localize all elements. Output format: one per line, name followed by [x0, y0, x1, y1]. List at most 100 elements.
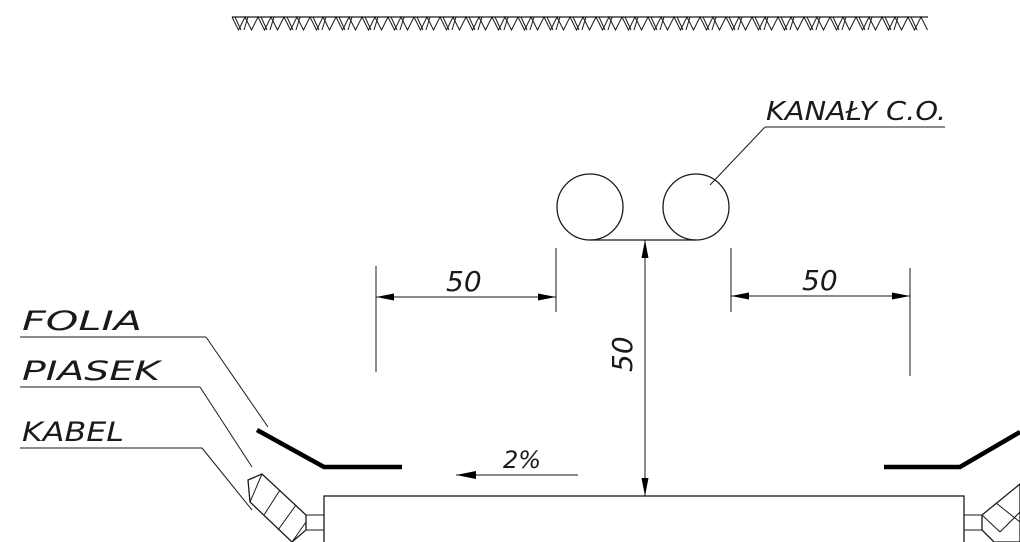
ground-hatch-stroke: [503, 16, 509, 31]
ground-hatch-stroke: [789, 16, 795, 31]
folia-label: FOLIA: [22, 306, 142, 337]
ground-hatch: [231, 15, 928, 32]
wall-right-hatch-1: [981, 514, 1001, 533]
ground-hatch-stroke: [425, 16, 431, 31]
kanaly-leader: [709, 126, 766, 186]
ground-hatch-stroke: [702, 16, 710, 31]
kabel-label: KABEL: [22, 417, 124, 448]
ground-surface: [231, 15, 928, 32]
ground-zigzag: [231, 15, 928, 32]
ground-hatch-stroke: [832, 16, 840, 31]
ground-hatch-stroke: [546, 16, 554, 31]
ground-hatch-stroke: [841, 16, 847, 31]
ground-hatch-stroke: [269, 16, 275, 31]
ground-hatch-stroke: [399, 16, 405, 31]
dim-vertical-arrow-bottom: [641, 478, 649, 496]
pipes: [556, 173, 730, 241]
ground-hatch-stroke: [910, 16, 918, 31]
wall-left-hatch-3: [277, 504, 297, 531]
kabel-callout: KABEL: [20, 417, 253, 511]
dim-right-value: 50: [802, 264, 838, 297]
ground-hatch-stroke: [815, 16, 821, 31]
cable-end-right: [963, 514, 983, 531]
pipe-right: [662, 173, 730, 241]
ground-hatch-stroke: [347, 16, 353, 31]
ground-hatch-stroke: [676, 16, 684, 31]
ground-hatch-stroke: [364, 16, 372, 31]
dim-right-arrow-a: [731, 292, 749, 300]
ground-hatch-stroke: [468, 16, 476, 31]
foil-layer: [255, 428, 1020, 470]
dim-right-arrow-b: [892, 292, 910, 300]
dimension-left: 50: [375, 248, 557, 372]
dim-vertical-value: 50: [606, 336, 639, 372]
wall-left-outline: [247, 473, 307, 542]
ground-hatch-stroke: [529, 16, 535, 31]
ground-hatch-stroke: [243, 16, 249, 31]
ground-hatch-stroke: [451, 16, 457, 31]
ground-hatch-stroke: [416, 16, 424, 31]
trench-wall-left: [247, 473, 307, 542]
ground-hatch-stroke: [893, 16, 899, 31]
ground-hatch-stroke: [390, 16, 398, 31]
slope-arrow: [456, 471, 476, 479]
cable-slab: [323, 495, 965, 542]
slope-value: 2%: [503, 446, 541, 474]
ground-hatch-stroke: [572, 16, 580, 31]
ground-hatch-stroke: [728, 16, 736, 31]
ground-hatch-stroke: [494, 16, 502, 31]
ground-hatch-stroke: [763, 16, 769, 31]
kabel-leader: [201, 447, 253, 511]
wall-right-hatch-3: [999, 511, 1020, 533]
folia-callout: FOLIA: [20, 306, 269, 428]
kanaly-callout: KANAŁY C.O.: [709, 97, 946, 186]
ground-hatch-stroke: [650, 16, 658, 31]
kanaly-label: KANAŁY C.O.: [766, 97, 946, 127]
piasek-label: PIASEK: [22, 356, 163, 387]
dim-vertical-arrow-top: [641, 240, 649, 258]
ground-hatch-stroke: [321, 16, 327, 31]
foil-right: [884, 430, 1020, 470]
ground-hatch-stroke: [520, 16, 528, 31]
ground-hatch-stroke: [607, 16, 613, 31]
ground-hatch-stroke: [711, 16, 717, 31]
trench-wall-right: [981, 483, 1020, 542]
ground-hatch-stroke: [477, 16, 483, 31]
pipe-left: [556, 173, 624, 241]
ground-hatch-stroke: [234, 16, 242, 31]
folia-leader: [205, 336, 269, 428]
ground-hatch-stroke: [780, 16, 788, 31]
wall-left-hatch-2: [263, 489, 281, 516]
ground-hatch-stroke: [373, 16, 379, 31]
ground-hatch-stroke: [659, 16, 665, 31]
cable-body: [305, 495, 983, 542]
piasek-callout: PIASEK: [20, 356, 253, 468]
ground-hatch-stroke: [858, 16, 866, 31]
ground-hatch-stroke: [806, 16, 814, 31]
ground-hatch-stroke: [737, 16, 743, 31]
ground-hatch-stroke: [598, 16, 606, 31]
wall-left-hatch-1: [249, 473, 263, 503]
cable-end-left: [305, 514, 325, 531]
ground-hatch-stroke: [685, 16, 691, 31]
ground-hatch-stroke: [338, 16, 346, 31]
ground-hatch-stroke: [295, 16, 301, 31]
wall-right-hatch-2: [995, 502, 1020, 523]
dim-left-arrow-b: [538, 293, 556, 301]
dimension-vertical: 50: [606, 240, 649, 496]
ground-hatch-stroke: [581, 16, 587, 31]
piasek-leader: [199, 386, 253, 468]
ground-hatch-stroke: [754, 16, 762, 31]
ground-hatch-stroke: [867, 16, 873, 31]
ground-hatch-stroke: [260, 16, 268, 31]
ground-hatch-stroke: [633, 16, 639, 31]
ground-hatch-stroke: [624, 16, 632, 31]
foil-left: [255, 428, 402, 470]
wall-right-outline: [981, 483, 1020, 542]
ground-hatch-stroke: [555, 16, 561, 31]
slope-indicator: 2%: [456, 446, 578, 479]
ground-hatch-stroke: [442, 16, 450, 31]
dimension-right: 50: [730, 248, 911, 376]
wall-left-hatch-4: [291, 521, 307, 542]
